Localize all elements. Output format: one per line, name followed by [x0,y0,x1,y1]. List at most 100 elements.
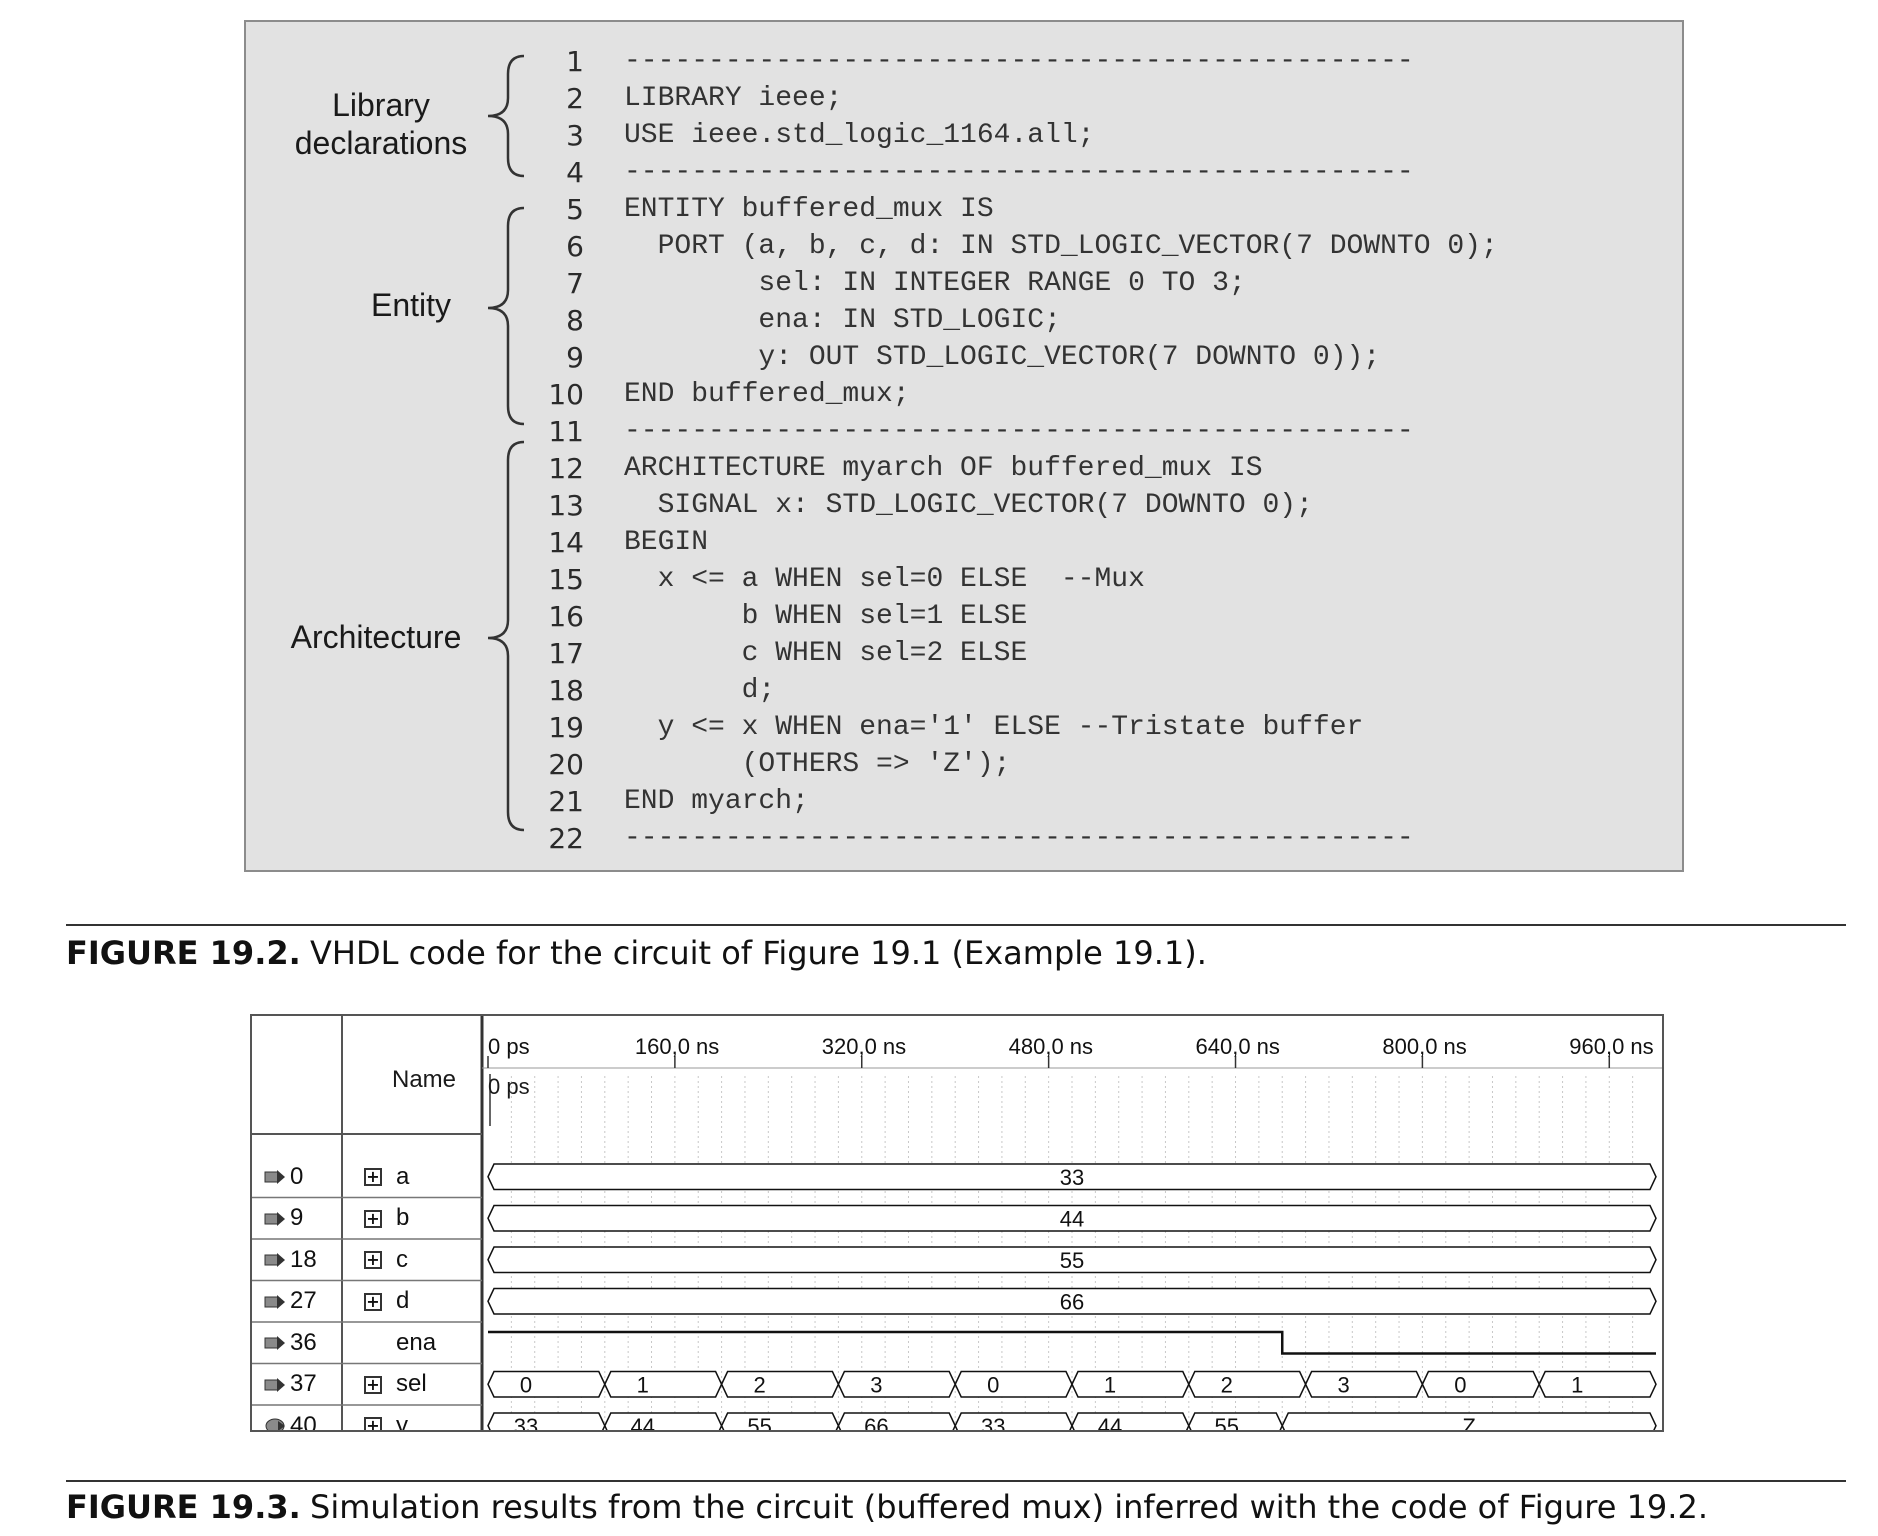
line-number: 1 [566,45,584,78]
expand-icon[interactable]: + [364,1251,382,1270]
line-number: 8 [566,304,584,337]
code-listing-figure: Library declarations Entity Architecture… [244,20,1684,872]
caption-rule-19-2 [66,924,1846,926]
time-label: 960,0 ns [1569,1034,1654,1059]
signal-index-cell: 18 [260,1244,338,1276]
line-number: 16 [548,600,584,633]
code-text: USE ieee.std_logic_1164.all; [624,120,1095,151]
code-text: ----------------------------------------… [624,46,1414,77]
code-text: SIGNAL x: STD_LOGIC_VECTOR(7 DOWNTO 0); [624,490,1313,521]
signal-name-cell[interactable]: ena [396,1327,436,1359]
expand-icon[interactable]: + [364,1417,382,1430]
name-column-header: Name [392,1066,457,1093]
bus-segment [603,1370,723,1398]
bus-segment [487,1204,1657,1232]
input-pin-icon [264,1253,285,1268]
bus-value: 66 [1060,1289,1084,1314]
output-pin-icon [265,1418,285,1430]
code-text: ARCHITECTURE myarch OF buffered_mux IS [624,453,1263,484]
signal-index-cell: 36 [260,1327,338,1359]
code-text: LIBRARY ieee; [624,83,843,114]
bus-segment [603,1412,723,1430]
bus-segment [487,1287,1657,1315]
cursor-label: 0 ps [488,1074,530,1099]
code-text: x <= a WHEN sel=0 ELSE --Mux [624,564,1145,595]
input-pin-icon [264,1294,285,1309]
bus-value: 1 [637,1372,649,1397]
bus-value: 2 [753,1372,765,1397]
bus-value: 3 [1337,1372,1349,1397]
bus-segment [720,1370,840,1398]
section-braces [487,54,525,832]
section-label-architecture: Architecture [290,619,462,655]
line-number: 9 [566,341,584,374]
signal-name-cell[interactable]: +c [364,1244,408,1276]
bus-value: 44 [1098,1414,1122,1432]
bus-segment [837,1412,957,1430]
signal-index: 27 [290,1287,317,1315]
line-number: 11 [548,415,584,448]
signal-name-cell[interactable]: +b [364,1202,409,1234]
expand-icon[interactable]: + [364,1168,382,1187]
bus-value: 55 [1215,1414,1239,1432]
caption-text: Simulation results from the circuit (buf… [310,1488,1708,1526]
signal-name-cell[interactable]: +sel [364,1368,427,1400]
expand-icon[interactable]: + [364,1292,382,1311]
architecture-brace [487,440,525,832]
time-label: 320,0 ns [821,1034,907,1059]
library-brace [487,54,525,178]
bus-segment [487,1163,1657,1191]
line-number: 21 [548,785,584,818]
signal-name-cell[interactable]: +y [364,1410,408,1430]
bus-value: 66 [864,1414,888,1432]
bus-value: 0 [520,1372,532,1397]
bus-segment [1304,1370,1424,1398]
line-number: 17 [548,637,584,670]
code-text: d; [624,675,776,706]
line-number: 2 [566,82,584,115]
caption-number: FIGURE 19.3. [66,1488,301,1526]
input-pin-icon [264,1377,285,1392]
code-text: ena: IN STD_LOGIC; [624,305,1061,336]
line-number: 13 [548,489,584,522]
line-number: 4 [566,156,584,189]
signal-index-cell: 0 [260,1161,338,1193]
bus-segment [837,1370,957,1398]
signal-name: c [396,1245,408,1273]
code-text: END myarch; [624,786,809,817]
section-label-library: Library declarations [294,87,468,161]
bus-value: 0 [987,1372,999,1397]
bus-value: 1 [1104,1372,1116,1397]
code-text: (OTHERS => 'Z'); [624,749,1011,780]
bus-value: Z [1462,1414,1475,1432]
signal-name: b [396,1204,410,1232]
expand-icon[interactable]: + [364,1209,382,1228]
code-text: ----------------------------------------… [624,157,1414,188]
bus-value: 3 [870,1372,882,1397]
signal-index: 0 [290,1162,304,1190]
entity-brace [487,206,525,426]
bus-value: 1 [1571,1372,1583,1397]
signal-waveform [488,1330,1656,1355]
signal-index: 37 [290,1370,317,1398]
line-number: 19 [548,711,584,744]
signal-name-cell[interactable]: +a [364,1161,409,1193]
code-text: y: OUT STD_LOGIC_VECTOR(7 DOWNTO 0)); [624,342,1381,373]
line-number: 20 [548,748,584,781]
line-number: 5 [566,193,584,226]
signal-index: 40 [290,1411,317,1432]
bus-segment [720,1412,840,1430]
signal-index: 9 [290,1204,304,1232]
code-text: b WHEN sel=1 ELSE [624,601,1028,632]
signal-name-cell[interactable]: +d [364,1285,409,1317]
caption-figure-19-2: FIGURE 19.2.VHDL code for the circuit of… [66,934,1207,972]
bus-segment [487,1412,606,1430]
line-number: 3 [566,119,584,152]
line-number: 10 [548,378,584,411]
bus-value: 33 [981,1414,1005,1432]
bus-segment [1421,1370,1541,1398]
bus-segment [487,1246,1657,1274]
expand-icon[interactable]: + [364,1375,382,1394]
line-number: 7 [566,267,584,300]
bus-value: 44 [631,1414,655,1432]
